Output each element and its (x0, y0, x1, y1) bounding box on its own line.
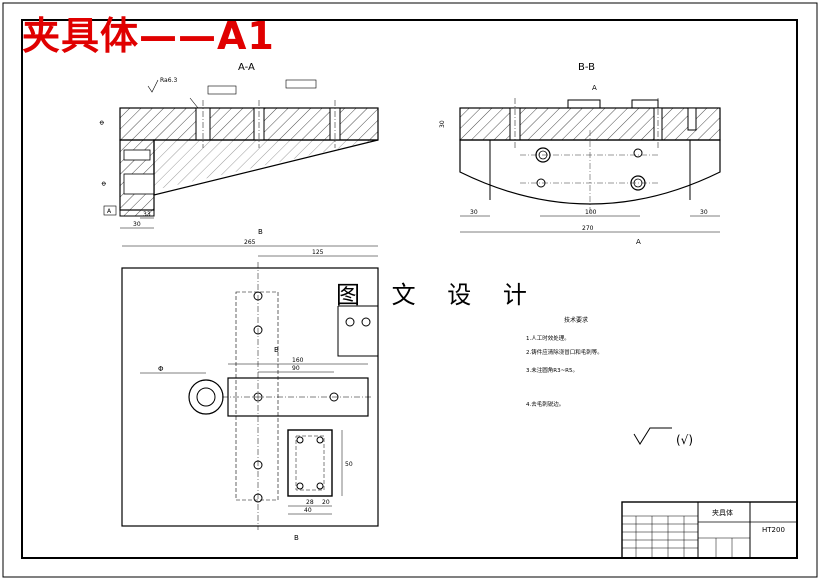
marker-a-top: A (592, 84, 597, 92)
note-4: 4.去毛刺锐边。 (526, 400, 564, 408)
section-bb-view: B-B A 30 100 30 270 A 30 (439, 62, 721, 246)
note-3: 3.未注圆角R3~R5。 (526, 366, 578, 374)
dim-slot-len: 160 (292, 357, 304, 364)
dim-dia-left: Φ (158, 365, 164, 373)
section-aa-label: A-A (238, 62, 255, 73)
roughness-symbol: (√) (676, 433, 693, 447)
marker-b-bottom: B (294, 534, 299, 542)
section-bb-label: B-B (578, 62, 595, 73)
dim-total-width: 265 (244, 239, 256, 246)
title-block-name: 夹具体 (712, 508, 733, 517)
dim-small-50: 50 (345, 461, 353, 468)
dim-bb-edge-right: 30 (700, 209, 708, 216)
note-2: 2.铸件应清除浇冒口和毛刺等。 (526, 348, 603, 356)
title-block: 夹具体 HT200 (621, 501, 798, 559)
dim-bb-hole-span: 100 (585, 209, 597, 216)
dim-bb-edge-left: 30 (470, 209, 478, 216)
dim-slot-inner: 90 (292, 365, 300, 372)
svg-text:30: 30 (439, 120, 446, 128)
dim-small-28: 28 (306, 499, 314, 506)
drawing-title: 夹具体——A1 (22, 14, 275, 58)
marker-a-bottom: A (636, 238, 641, 246)
marker-b-mid: B (274, 346, 279, 354)
note-1: 1.人工时效处理。 (526, 334, 570, 342)
dim-aa-step: 33 (143, 211, 151, 218)
svg-text:Φ: Φ (99, 120, 106, 125)
plan-view: B 265 125 B 160 90 Φ (121, 228, 379, 542)
dim-small-40: 40 (304, 507, 312, 514)
dim-top-right: 125 (312, 249, 324, 256)
svg-text:Ra6.3: Ra6.3 (160, 77, 177, 84)
dim-bb-width: 270 (582, 225, 594, 232)
title-block-material: HT200 (762, 526, 785, 534)
marker-b-top: B (258, 228, 263, 236)
inner-frame (21, 19, 798, 559)
svg-text:A: A (107, 208, 112, 215)
notes-heading: 技术要求 (564, 316, 588, 324)
watermark-text: 图 文 设 计 (336, 281, 539, 309)
svg-text:Φ: Φ (101, 181, 108, 186)
dim-small-20: 20 (322, 499, 330, 506)
section-aa-view: A-A Ra6.3 Φ Φ A 30 33 (99, 62, 379, 229)
tech-notes: 技术要求 1.人工时效处理。 2.铸件应清除浇冒口和毛刺等。 3.未注圆角R3~… (526, 316, 693, 447)
dim-aa-base: 30 (133, 221, 141, 228)
